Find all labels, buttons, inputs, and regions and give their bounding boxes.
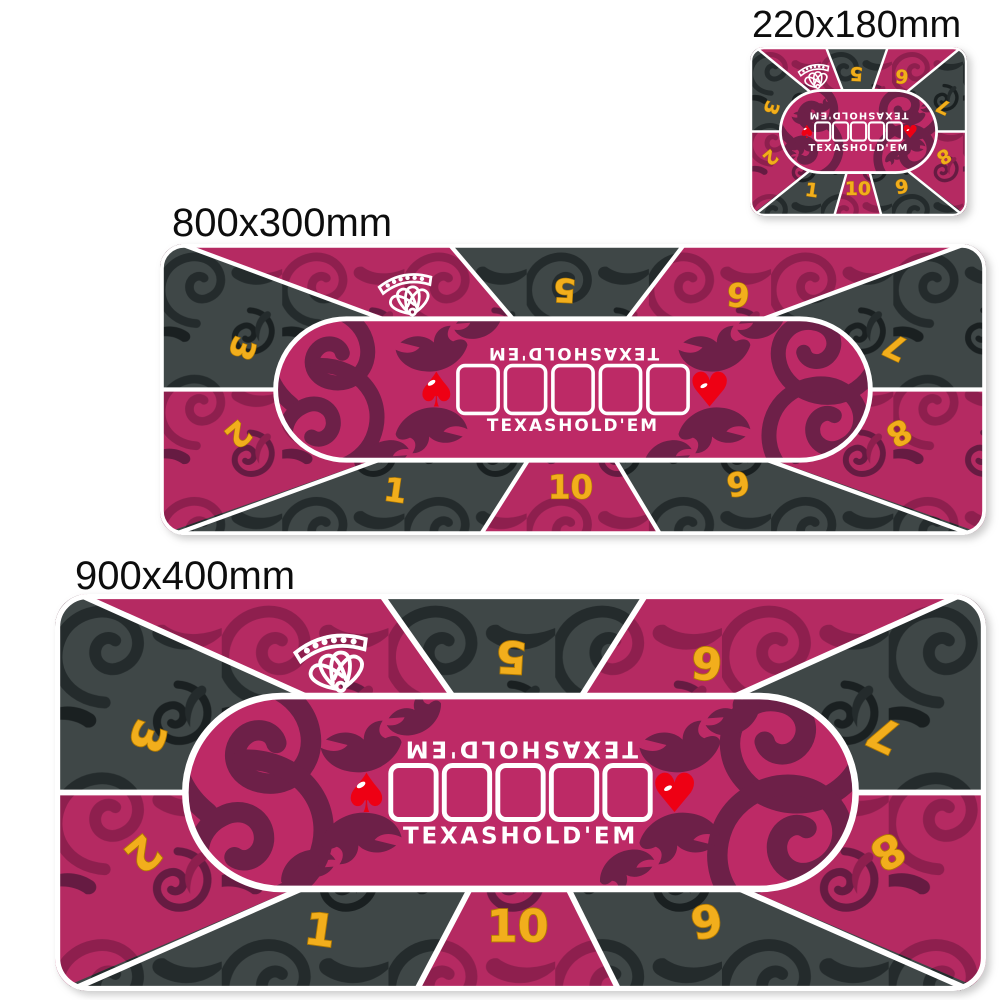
card-slot: [602, 763, 653, 822]
seat-number-9: 9: [894, 175, 911, 199]
dolphin-ornament: [885, 138, 926, 165]
card-slot: [814, 121, 832, 142]
seat-number-10: 10: [845, 178, 871, 200]
seat-number-6: 6: [689, 635, 724, 689]
spade-icon: ♠: [415, 364, 458, 419]
size-label-large: 900x400mm: [75, 554, 296, 598]
seat-number-5: 5: [552, 270, 577, 309]
seat-number-10: 10: [548, 469, 593, 507]
brand-text-top: TEXASHOLD'EM: [808, 109, 908, 120]
brand-text-top: TEXASHOLD'EM: [403, 736, 638, 762]
card-slot: [551, 363, 595, 416]
card-slot: [548, 763, 600, 822]
brand-text-bottom: TEXASHOLD'EM: [487, 415, 659, 435]
card-slot: [646, 363, 690, 416]
crown-icon: [292, 633, 368, 693]
seat-number-10: 10: [487, 902, 549, 953]
dolphin-ornament: [281, 812, 402, 889]
card-slot: [598, 363, 643, 416]
card-slot: [495, 763, 546, 822]
dolphin-ornament: [320, 696, 442, 773]
spade-icon: ♠: [342, 762, 390, 825]
card-slot: [441, 763, 493, 822]
brand-text-top: TEXASHOLD'EM: [487, 344, 659, 364]
heart-icon: ♥: [902, 122, 918, 143]
heart-icon: ♥: [688, 364, 731, 419]
crown-icon: [797, 63, 830, 90]
spade-icon: ♠: [799, 122, 815, 143]
dolphin-ornament: [791, 98, 832, 125]
brand-text-bottom: TEXASHOLD'EM: [808, 143, 908, 154]
seat-number-6: 6: [894, 64, 909, 87]
card-slot: [885, 121, 903, 142]
dolphin-ornament: [639, 696, 760, 773]
size-label-small: 220x180mm: [752, 4, 962, 46]
card-slot: [867, 121, 886, 142]
seat-number-1: 1: [804, 179, 820, 203]
heart-icon: ♥: [650, 762, 698, 825]
card-slot: [456, 363, 500, 416]
card-slot: [503, 363, 548, 416]
seat-number-5: 5: [849, 62, 863, 85]
crown-icon: [377, 273, 433, 317]
seat-number-5: 5: [494, 630, 528, 683]
card-slot: [388, 763, 439, 822]
brand-text-bottom: TEXASHOLD'EM: [403, 824, 638, 850]
size-label-medium: 800x300mm: [172, 201, 393, 245]
dolphin-ornament: [599, 812, 721, 889]
card-slot: [849, 121, 868, 142]
seat-number-6: 6: [725, 274, 751, 314]
card-slot: [831, 121, 850, 142]
